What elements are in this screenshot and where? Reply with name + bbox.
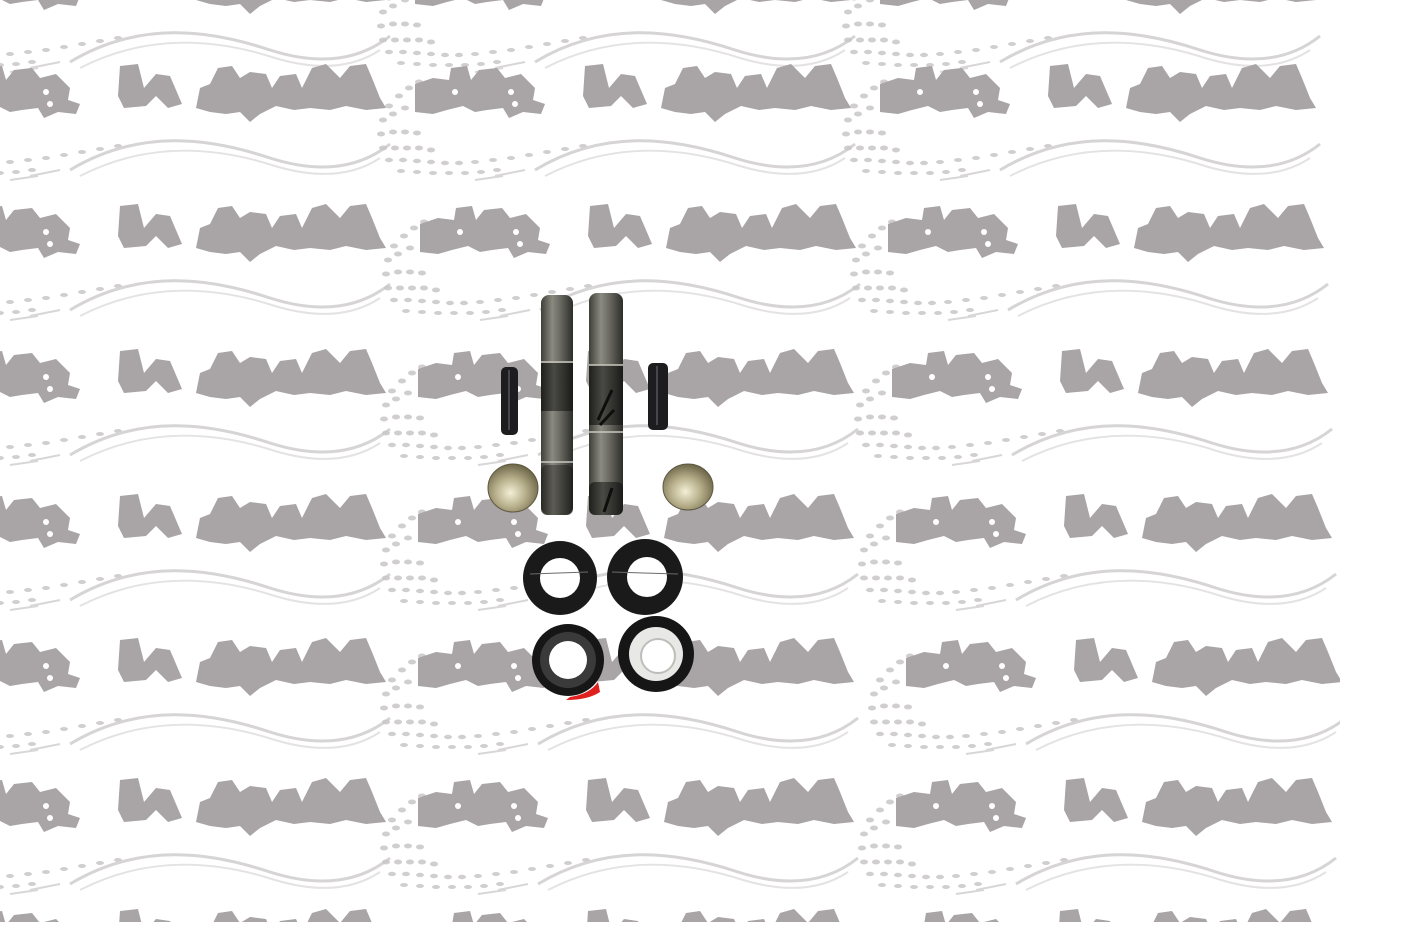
- seal-ring-top-left: [523, 541, 597, 615]
- king-pin-left: [541, 295, 573, 515]
- seal-ring-top-right: [607, 539, 683, 615]
- roll-pin-right: [648, 363, 668, 430]
- seal-ring-bottom-left: [532, 624, 604, 700]
- expansion-cap-right: [662, 463, 714, 511]
- expansion-cap-left: [487, 463, 539, 513]
- seal-ring-bottom-right: [618, 616, 694, 692]
- king-pin-right: [589, 293, 623, 515]
